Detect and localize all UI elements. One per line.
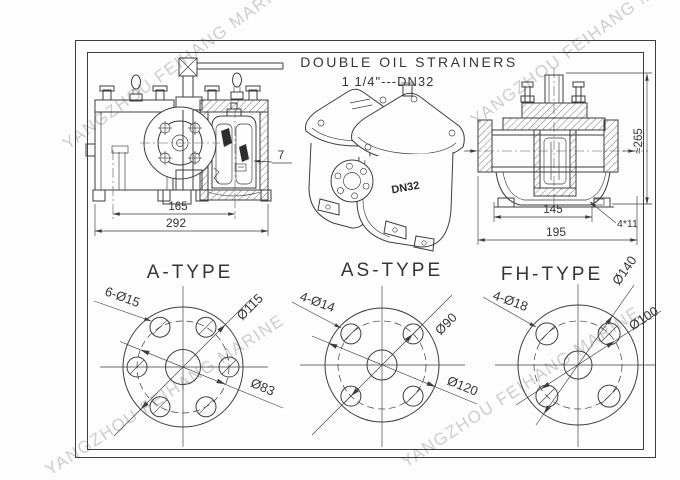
- flange-fh-bolt-holes: [535, 322, 621, 408]
- flange-as-holes-label: 4-Ø14: [298, 289, 337, 315]
- note-foot-holes: 4*11: [617, 218, 638, 230]
- flange-fh-holes-label: 4-Ø18: [491, 288, 530, 314]
- flange-as-bolt-holes: [340, 323, 424, 407]
- flange-a-bolt-circle-label: Ø83: [249, 375, 278, 399]
- flange-a-outer-dia-label: Ø115: [234, 291, 266, 323]
- title-line1: DOUBLE OIL STRAINERS: [300, 54, 518, 70]
- title-block: DOUBLE OIL STRAINERS 1 1/4"---DN32: [300, 54, 518, 89]
- flange-diagram-as-type: AS-TYPE 4-Ø14 Ø90 Ø120: [291, 260, 480, 447]
- flange-as-title: AS-TYPE: [341, 260, 443, 281]
- side-section-view: 165 292 7: [85, 57, 292, 236]
- isometric-view: DN32: [305, 82, 465, 252]
- flange-as-bolt-circle-label: Ø90: [432, 310, 460, 338]
- iso-size-label: DN32: [391, 180, 421, 197]
- title-line2: 1 1/4"---DN32: [342, 74, 435, 89]
- front-section-view: 145 195 ≈265 4*11: [464, 68, 652, 245]
- dim-overall-height: ≈265: [633, 128, 645, 154]
- part-label-7: 7: [278, 148, 285, 162]
- flange-a-bolt-holes: [126, 316, 240, 418]
- flange-as-outer-dia-label: Ø120: [445, 373, 480, 399]
- dim-base-width: 195: [546, 225, 566, 239]
- flange-fh-title: FH-TYPE: [501, 264, 603, 285]
- dim-flange-span: 145: [543, 204, 562, 216]
- dim-overall-width: 292: [166, 216, 186, 230]
- flange-a-title: A-TYPE: [147, 262, 234, 283]
- dim-inner-width: 165: [168, 201, 187, 213]
- flange-fh-outer-dia-label: Ø140: [609, 253, 640, 288]
- drawing-frame: [75, 40, 656, 458]
